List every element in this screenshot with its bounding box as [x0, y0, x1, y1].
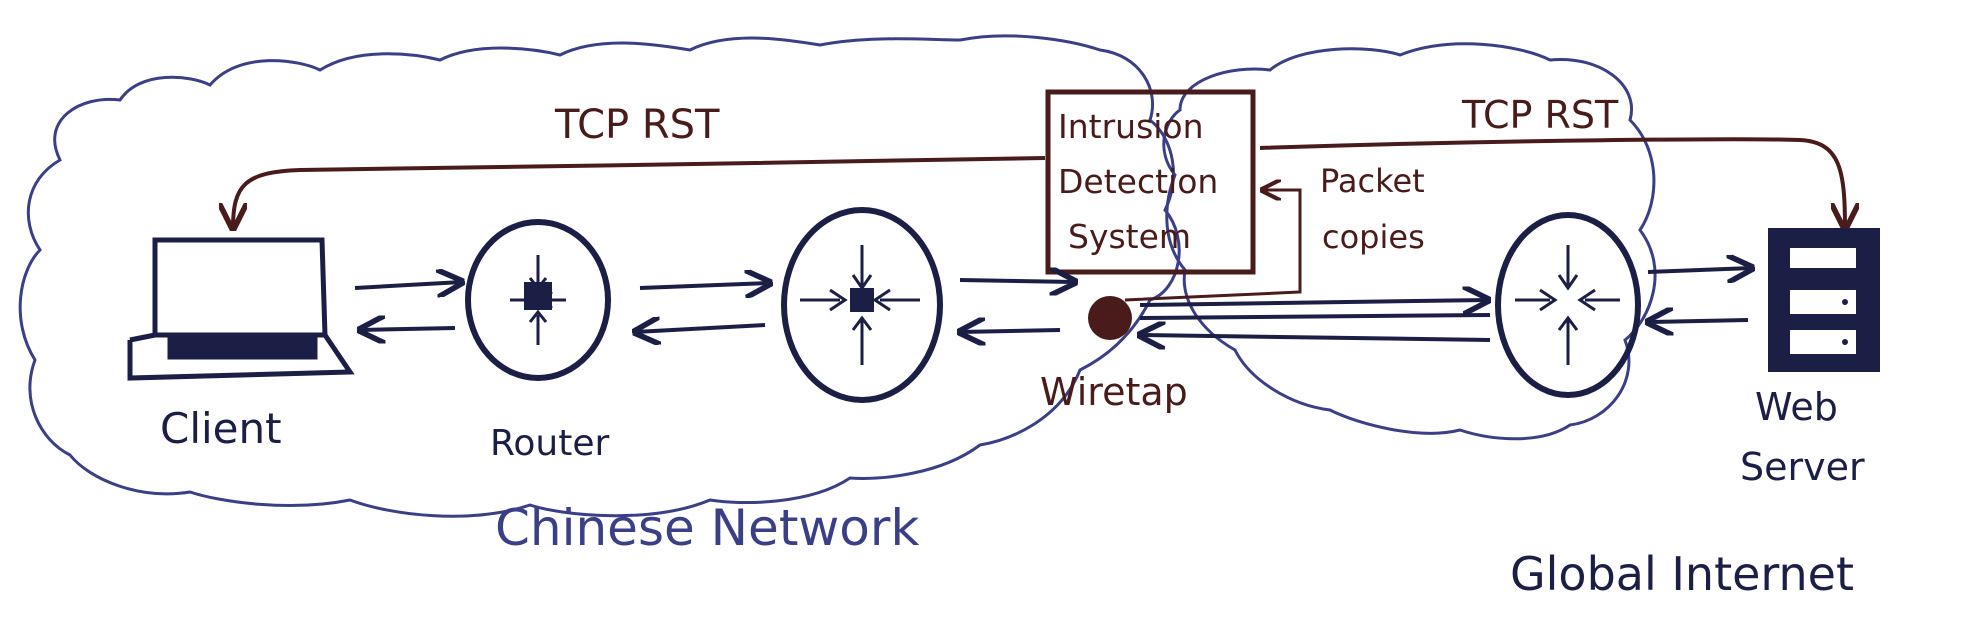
tcp-rst-left-arrow: [233, 156, 1046, 228]
chinese-network-label: Chinese Network: [495, 499, 919, 557]
packet-copies-label-line1: Packet: [1320, 162, 1425, 200]
router-label: Router: [490, 423, 610, 464]
global-internet-label: Global Internet: [1510, 547, 1854, 601]
tcp-rst-left-label: TCP RST: [554, 102, 720, 148]
packet-copies-arrow: [1124, 190, 1302, 302]
tcp-rst-right-arrow: [1259, 137, 1845, 228]
chinese-network-cloud: [18, 34, 1181, 518]
server-icon: [1768, 228, 1880, 372]
ids-label-line2: Detection: [1058, 162, 1218, 201]
ids-box: [1045, 89, 1256, 275]
wiretap-icon: [1088, 296, 1132, 340]
tcp-rst-right-label: TCP RST: [1461, 93, 1619, 137]
packet-copies-label-line2: copies: [1322, 218, 1425, 256]
ids-label-line1: Intrusion: [1058, 107, 1204, 146]
laptop-icon: [127, 237, 355, 381]
web-server-label-line2: Server: [1740, 445, 1865, 489]
router-icon: [1495, 212, 1641, 398]
traffic-arrows: [354, 268, 1752, 340]
router-icon: [781, 207, 943, 403]
global-internet-cloud: [1162, 42, 1657, 441]
router-icon: [465, 219, 611, 381]
client-label: Client: [160, 404, 282, 453]
wiretap-label: Wiretap: [1040, 370, 1188, 414]
ids-label-line3: System: [1068, 217, 1191, 256]
web-server-label-line1: Web: [1755, 385, 1838, 429]
